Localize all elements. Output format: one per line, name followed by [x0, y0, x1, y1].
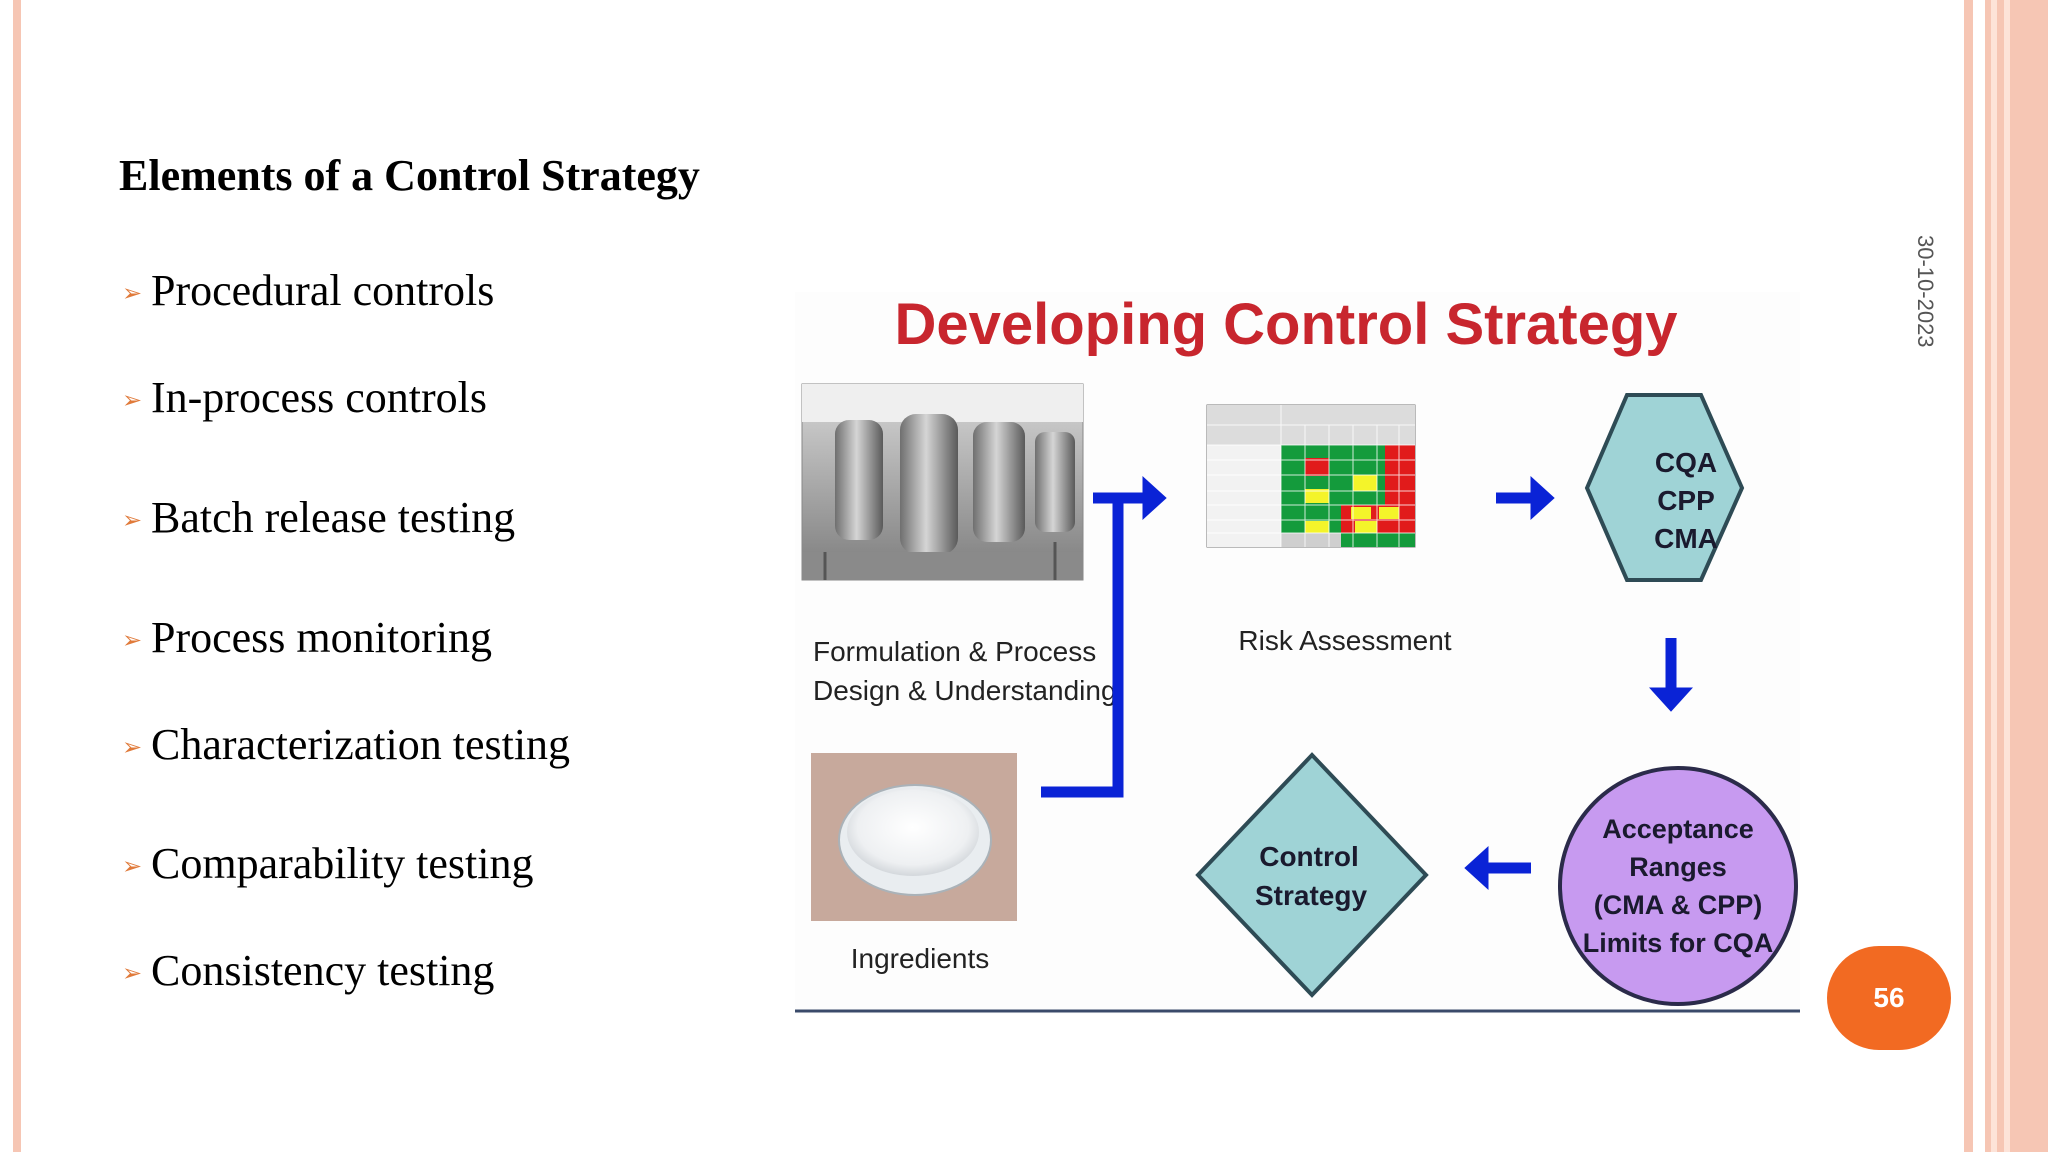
- control-strategy-diagram: Developing Control Strategy Formulation …: [795, 292, 1800, 1014]
- bullet-item: ➢ Characterization testing: [122, 719, 570, 770]
- caption-formulation-line1: Formulation & Process: [813, 636, 1096, 667]
- arrow-bullet-icon: ➢: [122, 628, 143, 654]
- bullet-text: Consistency testing: [151, 946, 495, 995]
- arrow-bullet-icon: ➢: [122, 281, 143, 307]
- hexagon-line-2: CPP: [1657, 485, 1715, 516]
- risk-matrix: [1206, 404, 1416, 548]
- bullet-item: ➢ Procedural controls: [122, 265, 494, 316]
- bullet-text: Batch release testing: [151, 493, 516, 542]
- caption-formulation-line2: Design & Understanding: [813, 675, 1117, 706]
- circle-line-2: Ranges: [1629, 852, 1727, 882]
- arrow-bullet-icon: ➢: [122, 961, 143, 987]
- diamond-line-2: Strategy: [1255, 880, 1367, 911]
- caption-risk: Risk Assessment: [1238, 625, 1451, 656]
- bullet-text: In-process controls: [151, 373, 488, 422]
- acceptance-ranges-circle: [1558, 766, 1798, 1006]
- bullet-item: ➢ Batch release testing: [122, 492, 515, 543]
- diamond-line-1: Control: [1259, 841, 1359, 872]
- bullet-text: Process monitoring: [151, 613, 492, 662]
- bullet-item: ➢ Process monitoring: [122, 612, 492, 663]
- slide-date: 30-10-2023: [1913, 235, 1938, 348]
- connector-line: [1041, 500, 1124, 798]
- ingredients-photo: [811, 753, 1017, 921]
- arrow-bullet-icon: ➢: [122, 854, 143, 880]
- left-border: [13, 0, 21, 1152]
- bullet-item: ➢ Consistency testing: [122, 945, 494, 996]
- hexagon-line-1: CQA: [1655, 447, 1717, 478]
- bullet-text: Characterization testing: [151, 720, 571, 769]
- circle-line-4: Limits for CQA: [1583, 928, 1774, 958]
- arrow-bullet-icon: ➢: [122, 388, 143, 414]
- cqa-hexagon: [1584, 393, 1745, 582]
- page-number-badge: 56: [1827, 946, 1951, 1050]
- bullet-text: Comparability testing: [151, 839, 534, 888]
- caption-ingredients: Ingredients: [851, 943, 990, 974]
- slide-title: Elements of a Control Strategy: [119, 151, 700, 200]
- figure-title: Developing Control Strategy: [894, 292, 1677, 357]
- circle-line-1: Acceptance: [1602, 814, 1754, 844]
- bullet-text: Procedural controls: [151, 266, 495, 315]
- arrow-bullet-icon: ➢: [122, 735, 143, 761]
- bullet-item: ➢ In-process controls: [122, 372, 487, 423]
- bullet-item: ➢ Comparability testing: [122, 838, 534, 889]
- hexagon-line-3: CMA: [1654, 523, 1718, 554]
- circle-line-3: (CMA & CPP): [1594, 890, 1763, 920]
- manufacturing-photo: [801, 383, 1084, 581]
- right-decorative-band: [1964, 0, 2048, 1152]
- arrow-bullet-icon: ➢: [122, 508, 143, 534]
- control-strategy-diamond: [1195, 752, 1429, 998]
